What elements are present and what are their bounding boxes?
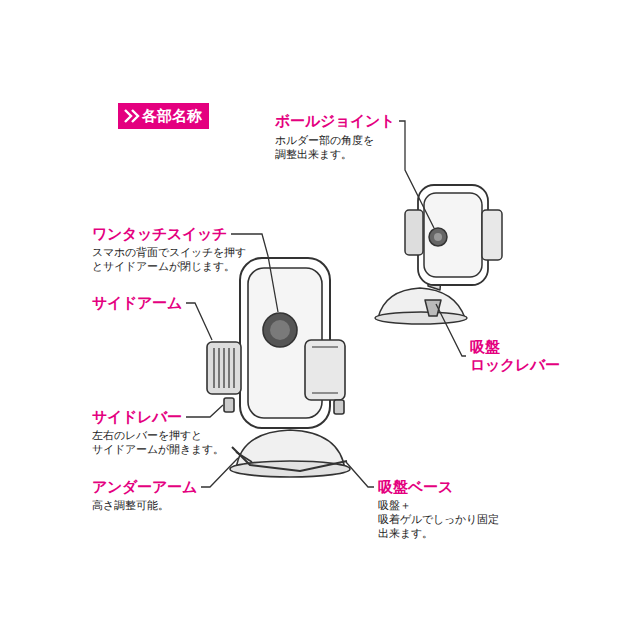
leader-line [231,234,278,312]
part-name: サイドレバー [92,408,182,426]
part-note: 高さ調整可能。 [92,498,169,512]
part-name: 吸盤 ロックレバー [470,338,560,374]
leader-line [186,405,223,417]
chevron-icon [124,109,140,123]
leader-line [436,304,466,356]
part-name: サイドアーム [92,294,182,312]
part-note: 吸盤＋吸着ゲルでしっかり固定 出来ます。 [378,498,499,541]
part-note: ホルダー部の角度を 調整出来ます。 [275,133,374,161]
part-name: 吸盤ベース [378,478,453,496]
part-note: 左右のレバーを押すと サイドアームが開きます。 [92,428,224,456]
leader-line [186,303,212,340]
part-name: ワンタッチスイッチ [92,225,227,243]
part-name: ボールジョイント [275,112,395,130]
leader-line [399,121,434,228]
part-note: スマホの背面でスイッチを押す とサイドアームが閉じます。 [92,245,246,273]
leader-line [346,462,374,487]
leader-line [201,458,238,487]
part-name: アンダーアーム [92,478,197,496]
